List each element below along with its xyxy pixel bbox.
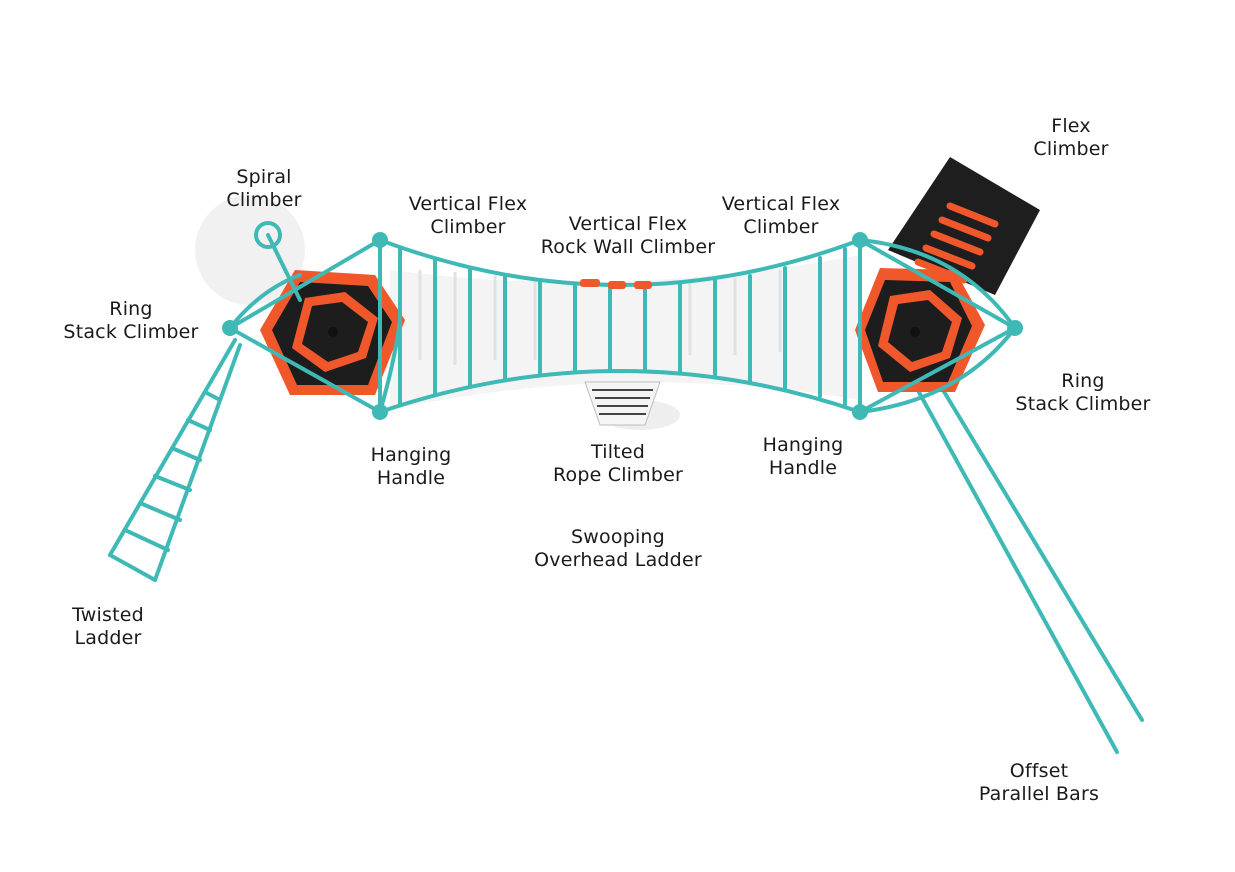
label-vertical-flex-climber-left: Vertical Flex Climber [408, 193, 528, 238]
label-tilted-rope-climber: Tilted Rope Climber [552, 441, 684, 486]
label-ring-stack-climber-left: Ring Stack Climber [63, 298, 199, 343]
label-spiral-climber: Spiral Climber [226, 166, 302, 211]
label-twisted-ladder: Twisted Ladder [72, 604, 144, 649]
frame-posts [222, 232, 1023, 420]
label-rock-wall-climber: Vertical Flex Rock Wall Climber [540, 213, 716, 258]
label-vertical-flex-climber-right: Vertical Flex Climber [721, 193, 841, 238]
label-swooping-overhead-ladder: Swooping Overhead Ladder [534, 526, 702, 571]
label-hanging-handle-left: Hanging Handle [370, 444, 452, 489]
label-ring-stack-climber-right: Ring Stack Climber [1015, 370, 1151, 415]
rock-wall-holds [580, 279, 652, 289]
spiral-climber-ring [254, 221, 282, 249]
tilted-rope-climber [584, 381, 661, 426]
shadow-lines [418, 270, 782, 365]
twisted-ladder [108, 338, 242, 582]
right-tower-frame [858, 238, 1017, 414]
offset-parallel-bars [913, 383, 1144, 754]
label-flex-climber: Flex Climber [1033, 115, 1109, 160]
label-offset-parallel-bars: Offset Parallel Bars [978, 760, 1100, 805]
label-hanging-handle-right: Hanging Handle [762, 434, 844, 479]
